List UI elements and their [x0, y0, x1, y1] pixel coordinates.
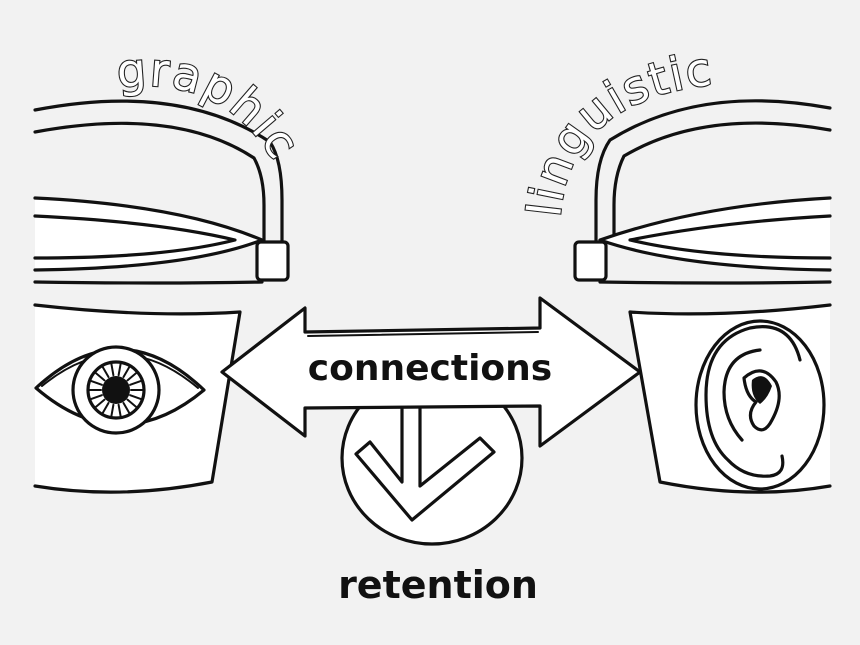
iris-stroke — [122, 365, 131, 379]
left-bucket-handle — [33, 99, 284, 248]
iris-stroke — [122, 401, 131, 415]
iris-stroke — [89, 379, 103, 386]
iris-stroke — [94, 371, 106, 382]
left-bucket-rim — [33, 196, 264, 272]
iris-stroke — [89, 394, 103, 401]
iris-stroke — [117, 403, 122, 418]
iris-stroke — [94, 398, 106, 409]
iris-stroke — [101, 401, 110, 415]
left-bucket — [33, 99, 290, 494]
right-bucket — [573, 99, 832, 494]
eye-icon — [34, 345, 206, 435]
iris-stroke — [110, 403, 115, 418]
iris-stroke — [117, 362, 122, 377]
iris-stroke — [126, 371, 138, 382]
connections-arrow — [220, 296, 642, 448]
iris-stroke — [129, 394, 143, 401]
right-bucket-handle — [594, 99, 832, 248]
right-bucket-rim — [598, 196, 832, 272]
label-graphic: graphic — [115, 42, 311, 169]
label-connections: connections — [308, 348, 552, 389]
iris-stroke — [110, 362, 115, 377]
ear-icon — [694, 319, 826, 491]
iris-stroke — [129, 379, 143, 386]
iris-stroke — [126, 398, 138, 409]
right-handle-clip — [573, 240, 608, 282]
down-arrow-icon — [354, 396, 496, 522]
label-retention: retention — [338, 563, 538, 607]
left-handle-clip — [255, 240, 290, 282]
iris-stroke — [101, 365, 110, 379]
